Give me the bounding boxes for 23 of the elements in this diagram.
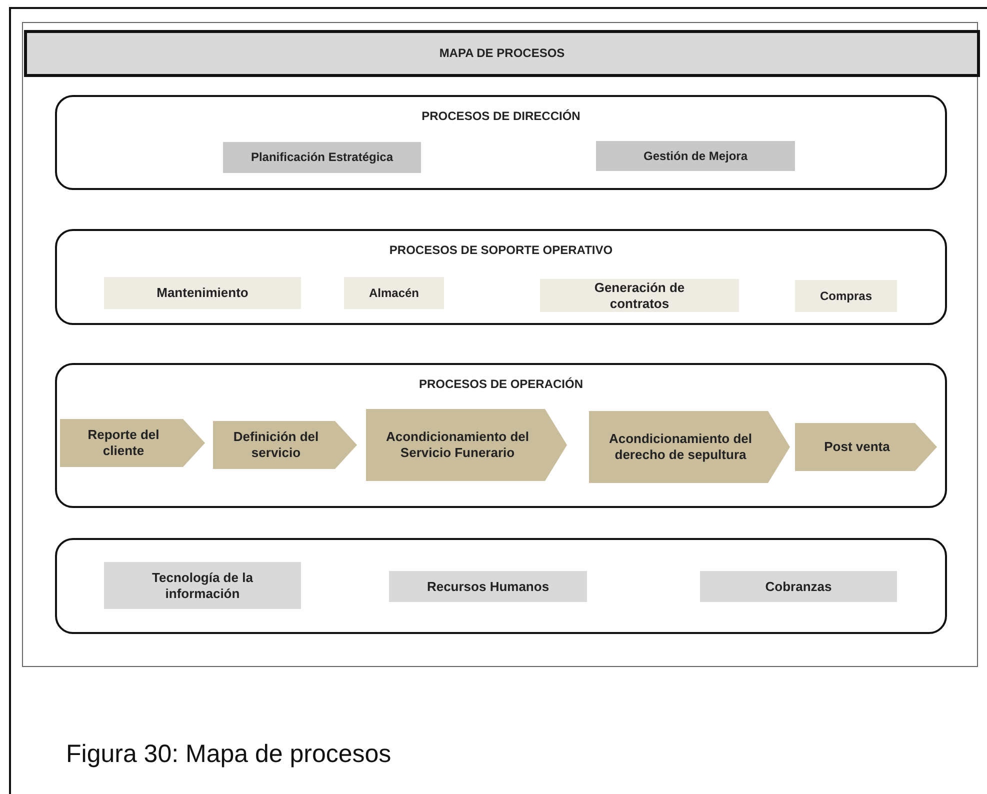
process-group-box — [55, 363, 947, 508]
process-box: Planificación Estratégica — [223, 142, 421, 173]
caption: Figura 30: Mapa de procesos — [66, 740, 392, 769]
process-step: Acondicionamiento del derecho de sepultura — [589, 411, 790, 483]
process-group-box — [55, 538, 947, 634]
group-title: PROCESOS DE OPERACIÓN — [418, 377, 584, 392]
process-step: Reporte del cliente — [60, 419, 205, 467]
process-step: Definición del servicio — [213, 421, 357, 469]
process-box: Compras — [795, 280, 897, 312]
process-box: Generación de contratos — [540, 279, 739, 312]
process-group-box — [55, 95, 947, 190]
process-box: Mantenimiento — [104, 277, 301, 309]
header-band: MAPA DE PROCESOS — [24, 30, 980, 77]
process-box: Recursos Humanos — [389, 571, 587, 602]
process-step: Acondicionamiento del Servicio Funerario — [366, 409, 567, 481]
process-box: Gestión de Mejora — [596, 141, 795, 171]
process-step: Post venta — [795, 423, 937, 471]
group-title: PROCESOS DE SOPORTE OPERATIVO — [389, 243, 613, 258]
process-group-box — [55, 229, 947, 325]
process-box: Tecnología de la información — [104, 562, 301, 609]
process-box: Cobranzas — [700, 571, 897, 602]
process-box: Almacén — [344, 277, 444, 309]
group-title: PROCESOS DE DIRECCIÓN — [422, 109, 580, 124]
